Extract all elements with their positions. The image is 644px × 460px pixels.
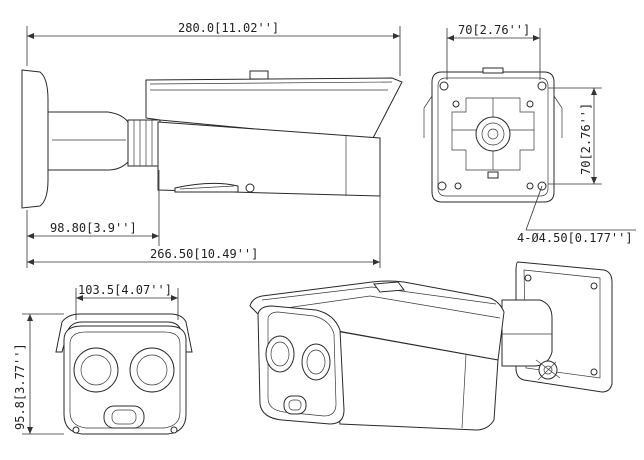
- side-view: 280.0[11.02''] 98.80[3.9''] 266.50[10.49…: [21, 21, 403, 268]
- dimension-front-width: 103.5[4.07'']: [78, 283, 172, 297]
- dimension-bracket-offset: 98.80[3.9'']: [50, 221, 137, 235]
- dimension-mount-holes: 4-Ø4.50[0.177'']: [517, 231, 633, 245]
- dimension-front-height: 95.8[3.77'']: [13, 343, 27, 430]
- front-view: 103.5[4.07''] 95.8[3.77'']: [13, 283, 193, 435]
- dimension-mount-height: 70[2.76'']: [579, 103, 593, 175]
- mount-view: 70[2.76''] 70[2.76''] 4-Ø4.50[0.177'']: [423, 23, 636, 245]
- dimension-total-width: 280.0[11.02'']: [178, 21, 279, 35]
- perspective-view: [249, 261, 613, 431]
- dimension-mount-width: 70[2.76'']: [458, 23, 530, 37]
- dimension-body-length: 266.50[10.49'']: [150, 247, 258, 261]
